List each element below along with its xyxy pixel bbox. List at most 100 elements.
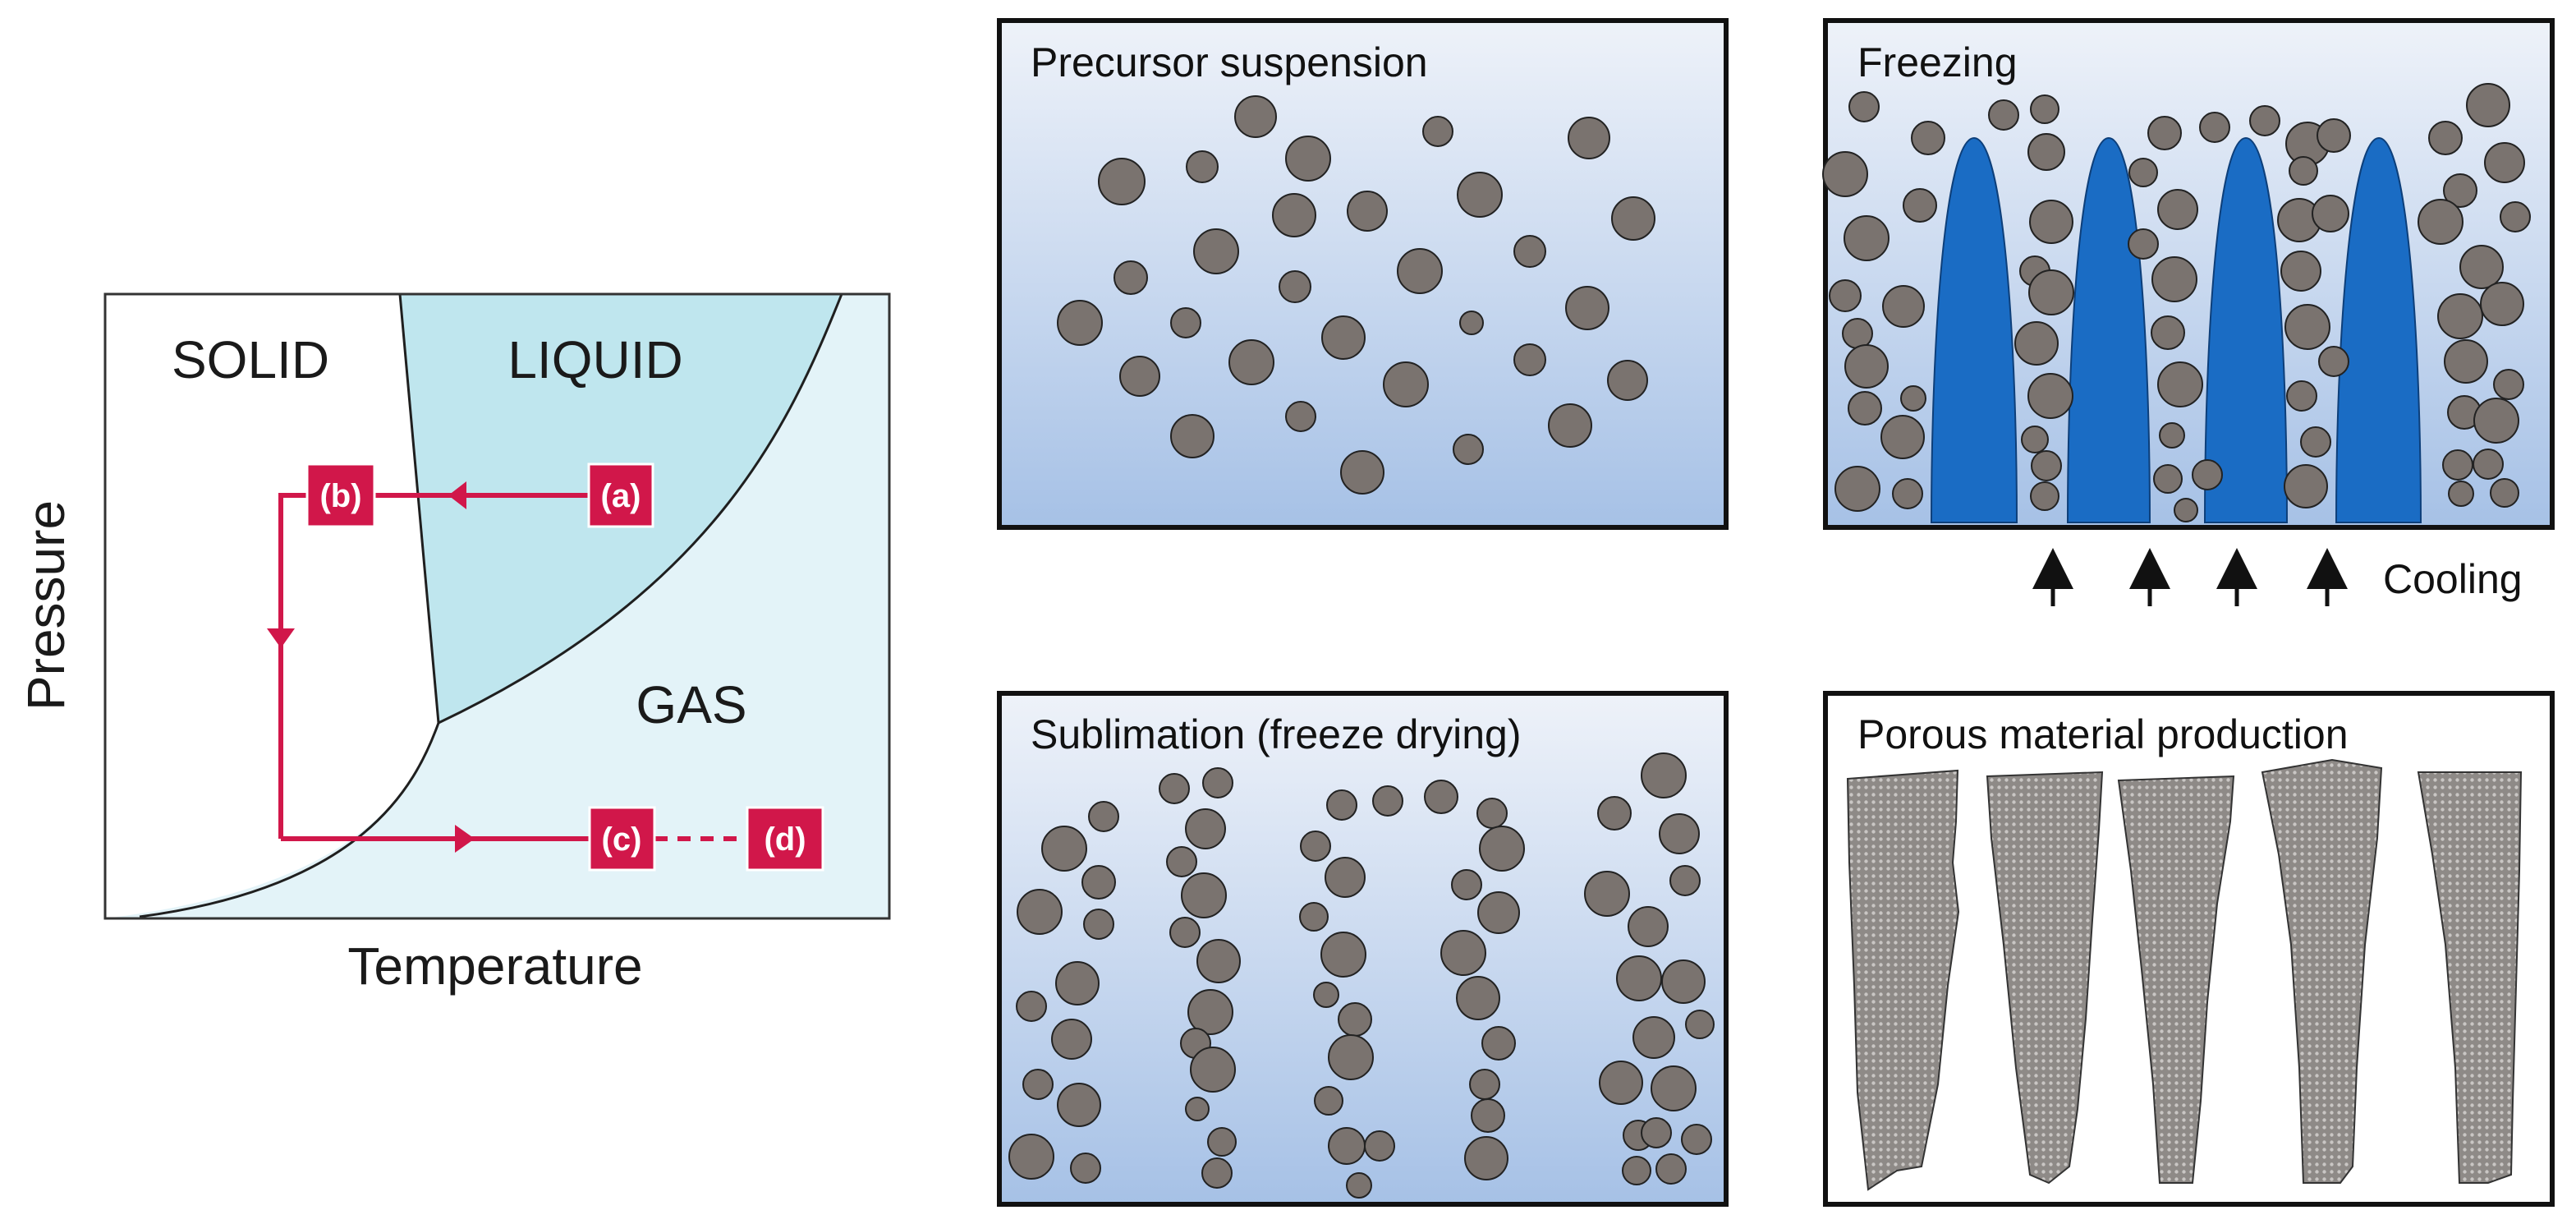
particle xyxy=(1661,959,1706,1004)
gas-label: GAS xyxy=(636,675,746,734)
particle xyxy=(1903,188,1937,223)
particle xyxy=(1166,846,1197,877)
particle xyxy=(2192,459,2223,490)
particle xyxy=(1207,1127,1237,1157)
particle xyxy=(1051,1019,1092,1060)
particle xyxy=(1599,1061,1643,1105)
particle xyxy=(1565,286,1609,330)
panel-sublimation-title: Sublimation (freeze drying) xyxy=(1031,711,1522,757)
particle xyxy=(1659,813,1700,854)
particle xyxy=(1347,191,1388,232)
particle xyxy=(1651,1065,1697,1111)
particle xyxy=(1008,1134,1054,1180)
particle xyxy=(1397,248,1443,294)
particle xyxy=(2030,94,2059,124)
particle xyxy=(1383,361,1429,407)
particle xyxy=(1848,91,1880,122)
particle xyxy=(2159,422,2185,449)
particle xyxy=(1340,450,1384,495)
process-path xyxy=(278,493,747,841)
particle xyxy=(2289,156,2318,186)
cooling-label: Cooling xyxy=(2383,556,2523,602)
particle xyxy=(1597,796,1632,831)
particle xyxy=(1669,865,1701,896)
particle xyxy=(1196,939,1241,983)
particle xyxy=(1326,789,1357,821)
particle xyxy=(1464,1136,1508,1180)
particle xyxy=(1314,1086,1343,1116)
particle xyxy=(2473,449,2504,480)
particle xyxy=(2029,200,2073,244)
particle xyxy=(1228,339,1274,385)
panel-precursor: Precursor suspension xyxy=(997,18,1729,530)
particle xyxy=(1548,403,1592,448)
particle xyxy=(2030,481,2059,511)
particle xyxy=(1440,930,1486,976)
particle xyxy=(2284,304,2330,350)
particle xyxy=(1299,902,1329,932)
particle xyxy=(2153,464,2183,494)
particle xyxy=(2286,380,2317,412)
particle xyxy=(2484,142,2525,183)
panel-precursor-title: Precursor suspension xyxy=(1031,39,1428,85)
solid-liquid-boundary xyxy=(398,293,440,724)
step-c-box: (c) xyxy=(588,806,656,872)
svg-text:(a): (a) xyxy=(601,478,641,514)
sublimation-particles xyxy=(1008,752,1715,1199)
particle xyxy=(1193,228,1239,274)
particle xyxy=(1098,158,1146,205)
particle xyxy=(2199,112,2230,143)
particle xyxy=(1481,1026,1516,1061)
particle xyxy=(1457,172,1503,218)
porous-column xyxy=(2261,758,2383,1184)
particle xyxy=(2151,315,2185,350)
arrow-to-c xyxy=(455,825,475,853)
panel-freezing-title: Freezing xyxy=(1857,39,2018,85)
particle xyxy=(1616,955,1662,1001)
particle xyxy=(2027,133,2065,171)
particle xyxy=(2317,118,2351,153)
particle xyxy=(1185,808,1226,849)
porous-column xyxy=(2117,775,2235,1184)
particle xyxy=(2473,398,2519,444)
liquid-gas-boundary xyxy=(438,293,843,725)
particle xyxy=(1513,235,1546,268)
particle xyxy=(1234,95,1277,138)
particle xyxy=(1328,1127,1366,1165)
particle xyxy=(1882,285,1925,328)
particle xyxy=(1181,872,1227,918)
particle xyxy=(1016,991,1047,1022)
solid-region xyxy=(105,294,439,918)
particle xyxy=(1834,466,1880,512)
particle xyxy=(2428,121,2463,155)
particle xyxy=(1641,1117,1672,1148)
svg-text:(c): (c) xyxy=(602,821,642,858)
particle xyxy=(2028,269,2074,315)
particle xyxy=(1070,1153,1101,1184)
step-b-box: (b) xyxy=(305,462,376,528)
particle xyxy=(1471,1098,1505,1133)
particle xyxy=(1568,117,1610,159)
panel-porous: Porous material production xyxy=(1823,691,2555,1207)
panel-freezing: Freezing Cooling xyxy=(1822,18,2555,606)
particle xyxy=(1988,99,2019,131)
particle xyxy=(1081,865,1116,900)
particle xyxy=(1622,1156,1651,1185)
particle xyxy=(2448,481,2474,507)
particle xyxy=(1041,826,1087,872)
particle xyxy=(1628,906,1669,947)
particle xyxy=(1892,478,1923,509)
precursor-particles xyxy=(1057,95,1655,495)
particle xyxy=(2466,83,2510,127)
particle xyxy=(1513,343,1546,376)
particle xyxy=(2021,426,2049,453)
particle xyxy=(2031,450,2062,481)
particle xyxy=(2318,346,2349,377)
particle xyxy=(2459,245,2504,289)
solid-gas-boundary xyxy=(139,722,440,918)
particle xyxy=(1187,989,1233,1035)
particle xyxy=(1088,801,1119,832)
particle xyxy=(1022,1069,1054,1100)
particle xyxy=(1641,752,1687,798)
